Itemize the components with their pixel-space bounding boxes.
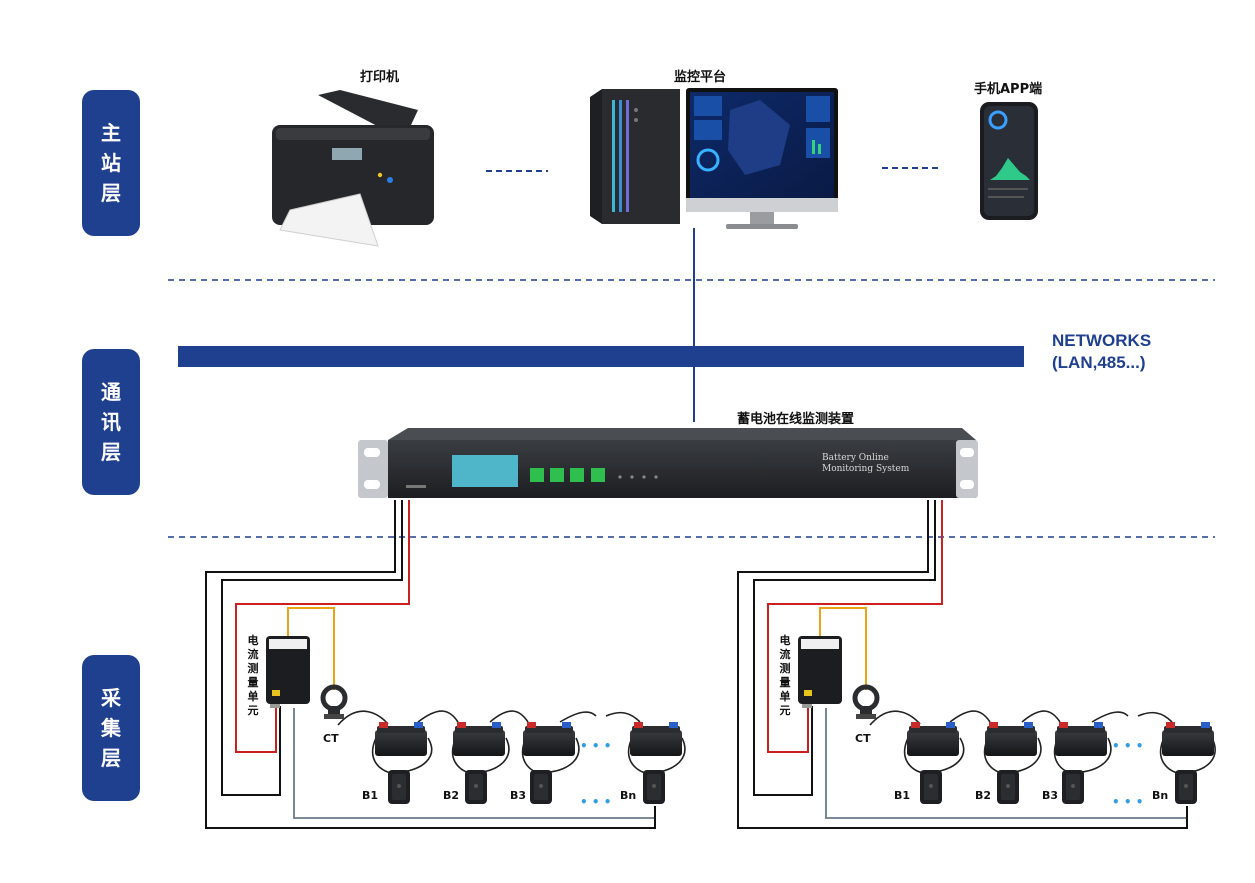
unit-char: 流 xyxy=(779,648,791,661)
sensor-ellipsis: • • • xyxy=(580,795,611,809)
layer-char: 集 xyxy=(101,716,121,740)
battery-label-b2: B2 xyxy=(975,789,992,802)
layer-char: 讯 xyxy=(101,410,121,434)
monitor-icon xyxy=(686,88,838,229)
battery-label-bn: Bn xyxy=(620,789,637,802)
collection-group-left xyxy=(205,500,686,829)
network-label-line2: (LAN,485...) xyxy=(1052,353,1146,372)
unit-char: 测 xyxy=(247,662,259,675)
network-label-line1: NETWORKS xyxy=(1052,331,1152,350)
printer-label: 打印机 xyxy=(360,70,400,85)
battery-monitoring-device-icon xyxy=(358,428,978,498)
network-bus-bar xyxy=(178,346,1024,367)
current-unit-label-right: 电 流 测 量 单 元 xyxy=(778,634,792,718)
unit-char: 单 xyxy=(247,690,259,703)
battery-label-b3: B3 xyxy=(510,789,527,802)
rack-text-line1: Battery Online xyxy=(822,453,889,463)
network-label: NETWORKS (LAN,485...) xyxy=(1052,330,1151,374)
battery-label-bn: Bn xyxy=(1152,789,1169,802)
ct-label-right: CT xyxy=(855,732,871,745)
layer-char: 通 xyxy=(101,380,121,404)
unit-char: 流 xyxy=(247,648,259,661)
layer-char: 主 xyxy=(101,121,121,145)
layer-badge-master: 主 站 层 xyxy=(82,90,140,236)
battery-label-b2: B2 xyxy=(443,789,460,802)
unit-char: 元 xyxy=(779,704,791,717)
unit-char: 单 xyxy=(779,690,791,703)
layer-char: 层 xyxy=(101,746,121,770)
battery-ellipsis: • • • xyxy=(580,739,611,753)
mobile-phone-icon xyxy=(980,102,1038,220)
layer-badge-collect: 采 集 层 xyxy=(82,655,140,801)
unit-char: 电 xyxy=(247,634,259,647)
monitor-device-label: 蓄电池在线监测装置 xyxy=(737,412,855,427)
layer-char: 层 xyxy=(101,440,121,464)
ct-label-left: CT xyxy=(323,732,339,745)
unit-char: 量 xyxy=(779,676,791,689)
current-unit-label-left: 电 流 测 量 单 元 xyxy=(246,634,260,718)
rack-text-line2: Monitoring System xyxy=(822,464,910,474)
unit-char: 测 xyxy=(779,662,791,675)
printer-icon xyxy=(272,90,434,247)
sensor-ellipsis: • • • xyxy=(1112,795,1143,809)
battery-label-b1: B1 xyxy=(362,789,379,802)
collection-group-right xyxy=(737,500,1216,829)
layer-char: 层 xyxy=(101,181,121,205)
unit-char: 量 xyxy=(247,676,259,689)
unit-char: 元 xyxy=(247,704,259,717)
battery-label-b1: B1 xyxy=(894,789,911,802)
battery-ellipsis: • • • xyxy=(1112,739,1143,753)
layer-char: 采 xyxy=(101,686,121,710)
layer-char: 站 xyxy=(101,151,121,175)
mobile-label: 手机APP端 xyxy=(974,82,1043,97)
battery-label-b3: B3 xyxy=(1042,789,1059,802)
unit-char: 电 xyxy=(779,634,791,647)
layer-badge-comm: 通 讯 层 xyxy=(82,349,140,495)
platform-label: 监控平台 xyxy=(674,70,727,85)
tower-pc-icon xyxy=(590,89,680,224)
